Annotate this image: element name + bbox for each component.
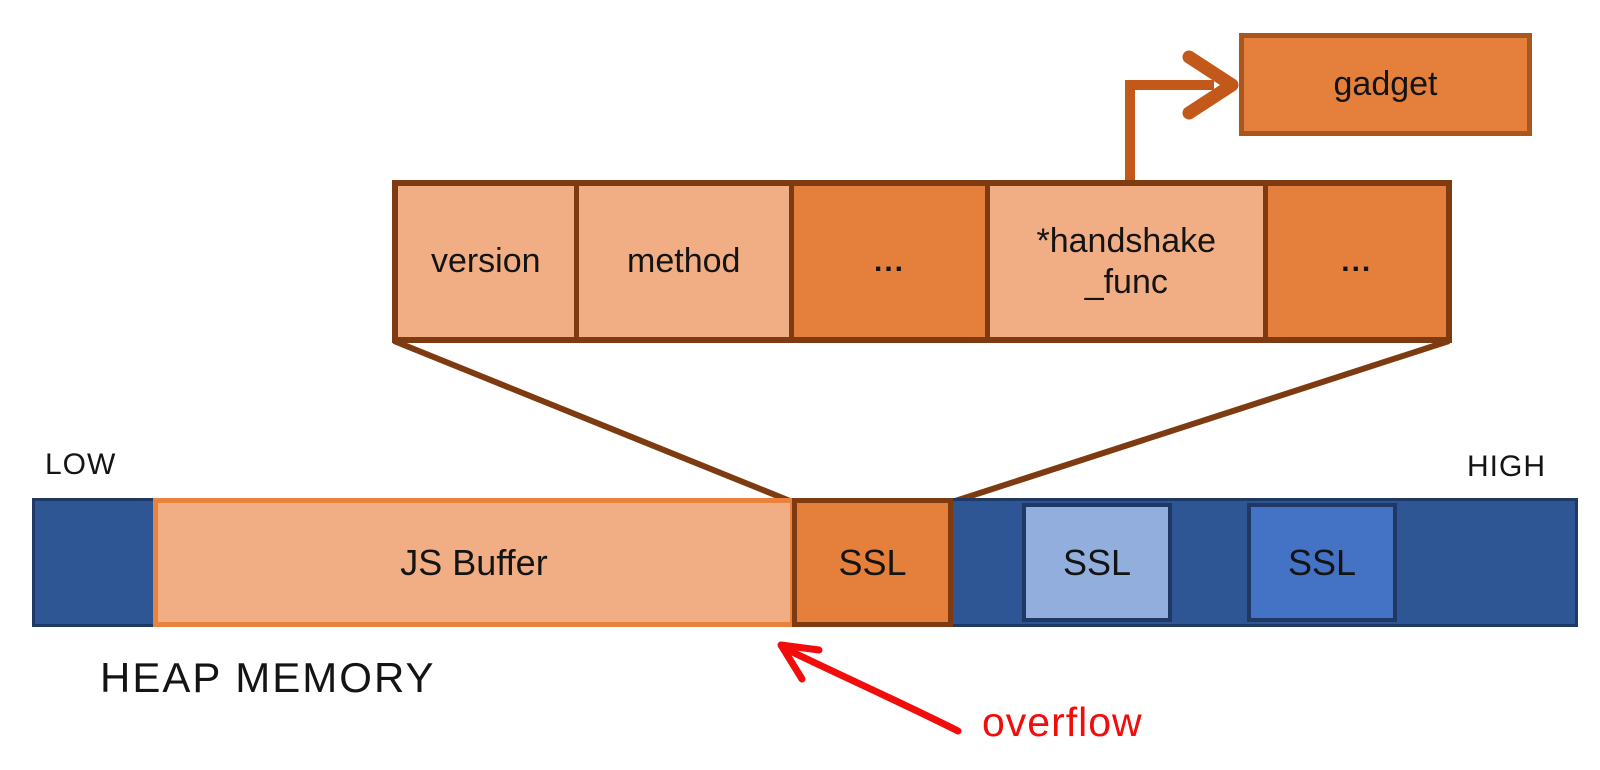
ssl-segment-light-blue: SSL bbox=[1022, 503, 1172, 622]
js-buffer-label: JS Buffer bbox=[400, 541, 548, 583]
ssl-light-label: SSL bbox=[1062, 541, 1132, 583]
high-address-label: HIGH bbox=[1467, 450, 1546, 483]
heap-memory-label: HEAP MEMORY bbox=[100, 654, 436, 701]
overflow-arrowhead-icon bbox=[777, 641, 823, 683]
struct-cell-ellipsis-1: ... bbox=[793, 186, 986, 337]
zoom-line-left bbox=[392, 338, 797, 506]
heap-memory-bar: JS Buffer SSL SSL SSL bbox=[32, 498, 1578, 627]
ssl-struct-row: version method ... *handshake _func ... bbox=[392, 180, 1452, 343]
js-buffer-segment: JS Buffer bbox=[153, 498, 795, 627]
gadget-box: gadget bbox=[1239, 33, 1532, 136]
ssl-mid-label: SSL bbox=[1287, 541, 1357, 583]
pointer-arrowhead-icon bbox=[1182, 50, 1239, 120]
handshake-pointer-arrow bbox=[1125, 80, 1214, 184]
overflow-label: overflow bbox=[982, 699, 1143, 745]
struct-cell-handshake-func: *handshake _func bbox=[990, 186, 1263, 337]
zoom-line-right bbox=[948, 338, 1450, 506]
low-address-label: LOW bbox=[45, 448, 117, 481]
ssl-overflowed-label: SSL bbox=[838, 541, 907, 583]
struct-cell-method: method bbox=[578, 186, 789, 337]
ssl-segment-mid-blue: SSL bbox=[1247, 503, 1397, 622]
gadget-label: gadget bbox=[1333, 65, 1438, 103]
overflow-arrow bbox=[782, 645, 962, 735]
struct-cell-version: version bbox=[398, 186, 574, 337]
struct-cell-ellipsis-2: ... bbox=[1267, 186, 1446, 337]
ssl-overflowed-segment: SSL bbox=[792, 498, 953, 627]
